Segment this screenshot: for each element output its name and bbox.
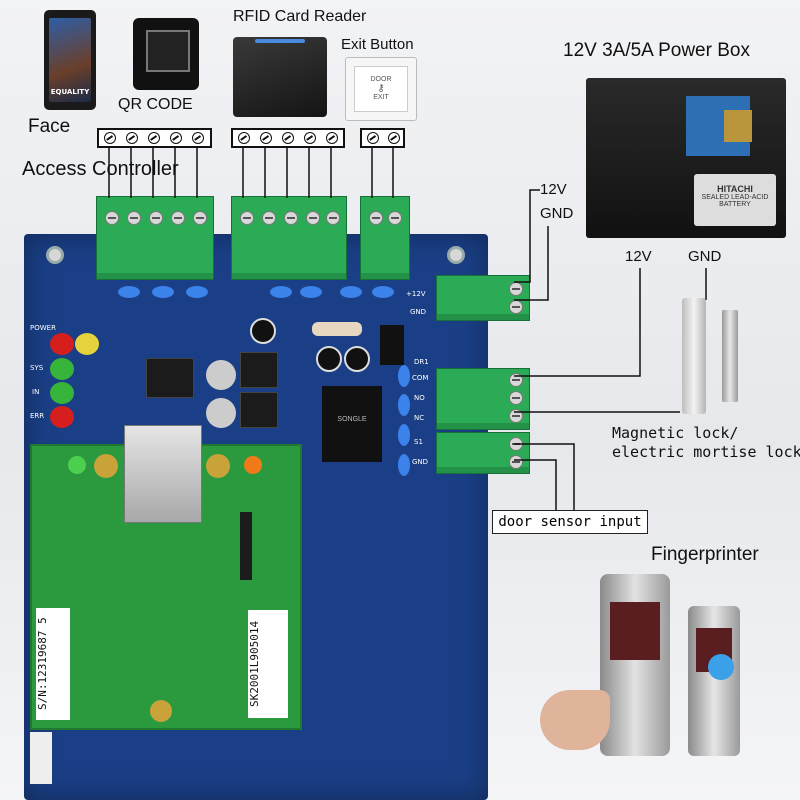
magnetic-lock-device bbox=[682, 298, 706, 414]
silk-gnd-2: GND bbox=[412, 458, 429, 466]
psu-transformer bbox=[724, 110, 752, 142]
fingerprinter-label: Fingerprinter bbox=[651, 544, 759, 565]
face-screen-text: EQUALITY bbox=[50, 88, 90, 96]
silk-err: ERR bbox=[30, 412, 45, 420]
pin-header bbox=[240, 512, 252, 580]
rfid-key-tag bbox=[708, 654, 734, 680]
capacitor bbox=[372, 286, 394, 298]
err-led bbox=[50, 406, 74, 428]
module-led bbox=[244, 456, 262, 474]
battery-subtitle: SEALED LEAD-ACID BATTERY bbox=[701, 194, 769, 208]
psu-12v-label: 12V bbox=[540, 181, 567, 198]
exit-button-top-text: DOOR bbox=[370, 76, 392, 83]
terminal-block-power bbox=[436, 275, 530, 321]
exit-button-face: DOOR ⚷ EXIT bbox=[354, 66, 408, 112]
screw-strip-exit bbox=[360, 128, 405, 148]
mount-hole-tl bbox=[46, 246, 64, 264]
rj45-port bbox=[124, 425, 202, 523]
capacitor bbox=[186, 286, 208, 298]
sys-led bbox=[50, 358, 74, 380]
silk-nc: NC bbox=[414, 414, 425, 422]
mount-screw bbox=[206, 360, 236, 390]
in-led bbox=[50, 382, 74, 404]
jumper-header bbox=[380, 325, 404, 365]
terminal-block-lock bbox=[436, 368, 530, 430]
capacitor bbox=[398, 365, 410, 387]
capacitor bbox=[398, 394, 410, 416]
silk-no: NO bbox=[414, 394, 425, 402]
silk-sys: SYS bbox=[30, 364, 44, 372]
silk-power: POWER bbox=[30, 324, 56, 332]
side-connector bbox=[30, 732, 52, 784]
magnetic-lock-label-1: Magnetic lock/ bbox=[612, 424, 739, 442]
power-box-label: 12V 3A/5A Power Box bbox=[563, 40, 750, 61]
fingerprint-reader-small bbox=[688, 606, 740, 756]
relay-text: SONGLE bbox=[337, 416, 367, 423]
regulator-chip bbox=[240, 352, 278, 388]
mount-screw bbox=[206, 398, 236, 428]
capacitor bbox=[152, 286, 174, 298]
face-screen bbox=[49, 18, 91, 102]
qr-reader-window bbox=[146, 30, 190, 72]
psu-gnd-label: GND bbox=[540, 205, 574, 222]
screw-strip-rfid bbox=[231, 128, 345, 148]
capacitor bbox=[398, 454, 410, 476]
silk-12v: +12V bbox=[406, 290, 426, 298]
power-supply-box: HITACHI SEALED LEAD-ACID BATTERY bbox=[586, 78, 786, 238]
capacitor bbox=[340, 286, 362, 298]
power-resistor bbox=[312, 322, 362, 336]
exit-button-device: DOOR ⚷ EXIT bbox=[345, 57, 417, 121]
electrolytic-capacitor bbox=[316, 346, 342, 372]
rfid-card-reader-device bbox=[233, 37, 327, 117]
qr-code-reader-device bbox=[133, 18, 199, 90]
silk-com: COM bbox=[412, 374, 429, 382]
silk-dr1: DR1 bbox=[414, 358, 429, 366]
armature-plate bbox=[722, 310, 738, 402]
key-icon: ⚷ bbox=[377, 83, 385, 94]
brass-standoff bbox=[206, 454, 230, 478]
silk-s1: S1 bbox=[414, 438, 423, 446]
electrolytic-capacitor bbox=[344, 346, 370, 372]
fingerprint-reader-large bbox=[600, 574, 670, 756]
qr-code-label: QR CODE bbox=[118, 96, 193, 113]
exit-button-label: Exit Button bbox=[341, 36, 414, 53]
capacitor bbox=[270, 286, 292, 298]
rfid-reader-label: RFID Card Reader bbox=[233, 8, 367, 25]
electrolytic-capacitor bbox=[250, 318, 276, 344]
regulator-chip bbox=[240, 392, 278, 428]
face-label: Face bbox=[28, 116, 71, 137]
exit-button-bottom-text: EXIT bbox=[373, 94, 389, 101]
access-controller-label: Access Controller bbox=[22, 158, 179, 180]
lock-gnd-label: GND bbox=[688, 248, 722, 265]
dr-led bbox=[75, 333, 99, 355]
terminal-block-face-qr bbox=[96, 196, 214, 280]
silk-in: IN bbox=[32, 388, 40, 396]
terminal-block-exit bbox=[360, 196, 410, 280]
capacitor bbox=[300, 286, 322, 298]
face-terminal-device: EQUALITY bbox=[44, 10, 96, 110]
terminal-block-sensor bbox=[436, 432, 530, 474]
finger-hand bbox=[540, 690, 610, 750]
brass-standoff bbox=[150, 700, 172, 722]
screw-strip-face-qr bbox=[97, 128, 212, 148]
brass-standoff bbox=[94, 454, 118, 478]
capacitor bbox=[118, 286, 140, 298]
fingerprint-sensor bbox=[610, 602, 660, 660]
rfid-indicator-light bbox=[255, 39, 305, 43]
door-sensor-box: door sensor input bbox=[492, 510, 648, 534]
lock-12v-label: 12V bbox=[625, 248, 652, 265]
battery-brand: HITACHI bbox=[717, 184, 753, 194]
silk-gnd: GND bbox=[410, 308, 427, 316]
backup-battery: HITACHI SEALED LEAD-ACID BATTERY bbox=[694, 174, 776, 226]
door-sensor-label: door sensor input bbox=[498, 514, 642, 530]
power-led bbox=[50, 333, 74, 355]
ic-chip bbox=[146, 358, 194, 398]
relay: SONGLE bbox=[322, 386, 382, 462]
mount-hole-tr bbox=[447, 246, 465, 264]
module-led bbox=[68, 456, 86, 474]
capacitor bbox=[398, 424, 410, 446]
terminal-block-rfid bbox=[231, 196, 347, 280]
magnetic-lock-label-2: electric mortise lock bbox=[612, 443, 800, 461]
